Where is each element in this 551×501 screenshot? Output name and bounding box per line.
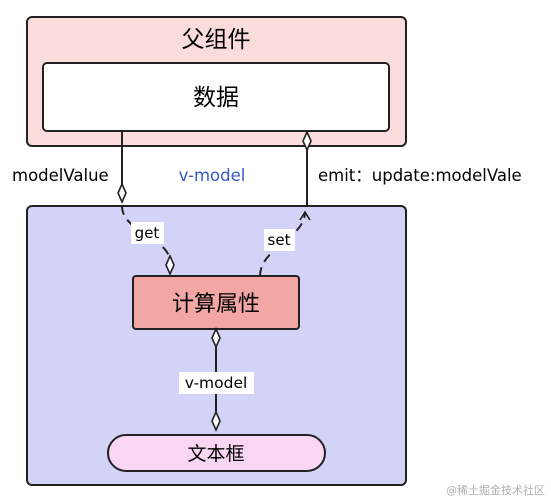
set-label-bg (264, 229, 295, 251)
watermark: @稀土掘金技术社区 (446, 483, 545, 497)
inner-diamond-bottom (211, 410, 221, 432)
set-connector (259, 210, 311, 277)
emit-diamond (302, 130, 312, 152)
get-connector (121, 205, 171, 263)
get-label-bg (131, 222, 164, 244)
v-model-top-label: v-model (179, 166, 246, 185)
emit-label: emit：update:modelVale (318, 166, 522, 185)
model-value-label: modelValue (12, 166, 109, 185)
inner-diamond-top (211, 327, 221, 349)
get-diamond-bottom (165, 254, 175, 276)
data-box-label: 数据 (193, 85, 239, 111)
v-model-bottom-label: v-model (185, 374, 248, 392)
get-label: get (135, 224, 160, 242)
set-label: set (268, 231, 291, 249)
parent-component-title: 父组件 (182, 27, 251, 53)
get-diamond-top (117, 182, 127, 204)
computed-property-label: 计算属性 (172, 292, 260, 317)
v-model-bottom-bg (179, 372, 254, 394)
textbox-box (107, 434, 326, 472)
textbox-label: 文本框 (187, 443, 244, 465)
data-box (42, 62, 390, 132)
